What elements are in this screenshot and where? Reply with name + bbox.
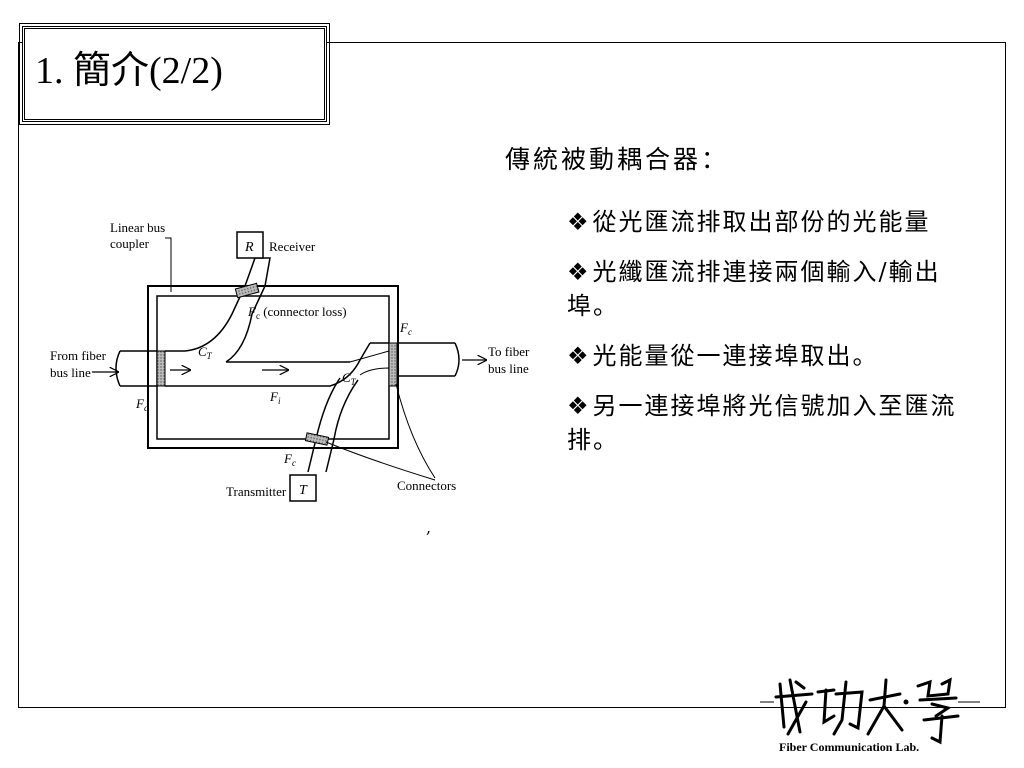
coupler-diagram: R Receiver T Transmitter Linear bus coup… [50, 220, 530, 502]
ct-lower-label: CT [342, 370, 357, 387]
transmitter-connector [304, 432, 330, 446]
transmitter-box-label: T [299, 483, 308, 498]
left-connector [156, 350, 166, 387]
slide-frame [18, 42, 1006, 708]
bullet-item: ❖光能量從一連接埠取出。 [567, 339, 977, 373]
bullet-item: ❖光纖匯流排連接兩個輸入/輸出埠。 [567, 255, 977, 323]
to-fiber-label-2: bus line [488, 361, 529, 376]
fiber-left-end [115, 350, 121, 387]
bullet-text: 光纖匯流排連接兩個輸入/輸出埠。 [567, 258, 941, 320]
diamond-bullet-icon: ❖ [567, 342, 591, 370]
coupler-outer-box [147, 285, 399, 449]
transmitter-box [289, 474, 317, 502]
title-box: 1. 簡介(2/2) [19, 23, 330, 125]
bullet-item: ❖從光匯流排取出部份的光能量 [567, 205, 977, 239]
lab-name: Fiber Communication Lab. [779, 740, 920, 754]
receiver-connector [234, 282, 260, 299]
bullet-list: ❖從光匯流排取出部份的光能量 ❖光纖匯流排連接兩個輸入/輸出埠。 ❖光能量從一連… [567, 205, 977, 473]
diamond-bullet-icon: ❖ [567, 392, 591, 420]
fi-label: Fi [269, 389, 281, 406]
bullet-text: 從光匯流排取出部份的光能量 [592, 208, 931, 236]
bullet-text: 光能量從一連接埠取出。 [592, 342, 879, 370]
to-fiber-label-1: To fiber [488, 344, 530, 359]
coupler-label-1: Linear bus [110, 220, 165, 235]
receiver-box [236, 231, 264, 259]
connector-loss-label: Fc (connector loss) [247, 304, 347, 321]
diamond-bullet-icon: ❖ [567, 258, 591, 286]
diamond-bullet-icon: ❖ [567, 208, 591, 236]
bullet-text: 另一連接埠將光信號加入至匯流排。 [567, 392, 957, 454]
stray-mark: , [426, 518, 432, 537]
slide-title: 1. 簡介(2/2) [35, 50, 223, 92]
fc-left-label: Fc [135, 396, 148, 413]
coupler-label-2: coupler [110, 236, 150, 251]
bullet-item: ❖另一連接埠將光信號加入至匯流排。 [567, 389, 977, 457]
receiver-label: Receiver [269, 239, 316, 254]
ct-upper-label: CT [198, 344, 213, 361]
connectors-label: Connectors [397, 478, 456, 493]
subheading: 傳統被動耦合器： [505, 145, 730, 174]
receiver-box-label: R [244, 240, 254, 255]
fc-bottom-label: Fc [283, 451, 296, 468]
ncku-logo [760, 677, 980, 745]
transmitter-label: Transmitter [226, 484, 287, 499]
from-fiber-label-2: bus line [50, 365, 91, 380]
from-fiber-label-1: From fiber [50, 348, 107, 363]
right-connector [388, 342, 398, 387]
fc-right-label: Fc [399, 320, 412, 337]
